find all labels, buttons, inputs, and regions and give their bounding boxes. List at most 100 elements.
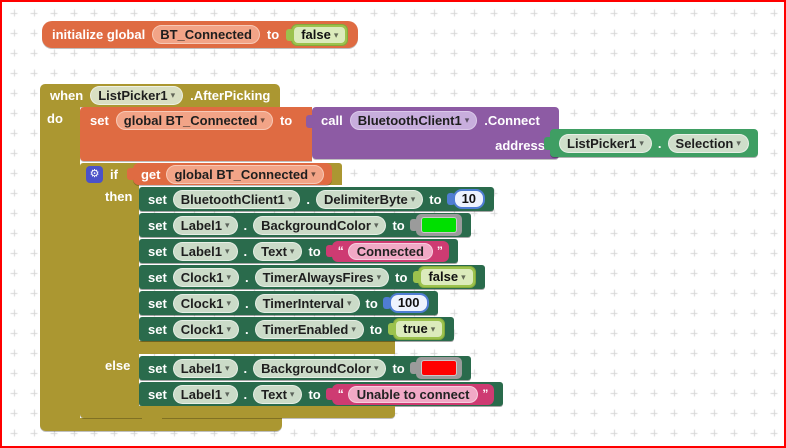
logic-block[interactable]: true▾ (388, 318, 446, 340)
property-dropdown[interactable]: TimerEnabled▾ (254, 319, 364, 339)
get-variable-dropdown[interactable]: global BT_Connected▾ (166, 164, 324, 184)
property-dropdown[interactable]: BackgroundColor▾ (253, 358, 387, 378)
dot-separator: . (243, 386, 248, 402)
set-global-variable-block[interactable]: set global BT_Connected▾ to (80, 107, 312, 161)
if-else-divider (80, 341, 395, 354)
getter-property-dropdown[interactable]: Selection▾ (667, 133, 749, 153)
if-header[interactable]: ⚙ if get global BT_Connected▾ (80, 163, 342, 185)
component-dropdown[interactable]: Label1▾ (172, 358, 238, 378)
component-dropdown[interactable]: Clock1▾ (172, 319, 239, 339)
else-label: else (80, 354, 139, 406)
number-block[interactable]: 10 (446, 189, 486, 209)
color-swatch (420, 217, 457, 233)
to-label: to (429, 191, 442, 207)
call-label: call (321, 112, 343, 128)
logic-value: false▾ (421, 269, 473, 285)
to-label: to (395, 269, 408, 285)
dot-separator: . (657, 135, 662, 151)
get-label: get (140, 166, 161, 182)
set-label: set (148, 360, 167, 376)
set-property-block[interactable]: set Clock1▾. TimerAlwaysFires▾ to false▾ (139, 265, 485, 289)
color-swatch (420, 360, 457, 376)
dropdown-arrow-icon: ▾ (224, 245, 230, 256)
set-label: set (148, 243, 167, 259)
get-variable-block[interactable]: get global BT_Connected▾ (126, 163, 332, 185)
property-dropdown[interactable]: Text▾ (253, 241, 303, 261)
component-dropdown[interactable]: Label1▾ (172, 384, 238, 404)
dropdown-arrow-icon: ▾ (373, 362, 379, 373)
to-label: to (369, 321, 383, 337)
set-global-statement[interactable]: set global BT_Connected▾ to call Bluetoo… (80, 107, 780, 161)
property-dropdown[interactable]: BackgroundColor▾ (253, 215, 387, 235)
variable-name-field[interactable]: BT_Connected (152, 25, 260, 44)
when-event-block-header[interactable]: when ListPicker1▾ .AfterPicking (40, 84, 281, 107)
set-label: set (148, 321, 167, 337)
mutator-gear-icon[interactable]: ⚙ (86, 165, 103, 183)
call-component-dropdown[interactable]: BluetoothClient1▾ (349, 110, 478, 130)
dropdown-arrow-icon: ▾ (347, 297, 352, 308)
dot-separator: . (244, 321, 249, 337)
number-value: 10 (454, 191, 484, 207)
dropdown-arrow-icon: ▾ (311, 168, 316, 179)
dropdown-arrow-icon: ▾ (289, 388, 295, 399)
dropdown-arrow-icon: ▾ (289, 245, 295, 256)
color-block[interactable] (409, 357, 462, 379)
color-block[interactable] (409, 214, 462, 236)
property-dropdown[interactable]: DelimiterByte▾ (315, 189, 424, 209)
set-label: set (148, 386, 167, 402)
component-dropdown-text: Label1 (180, 243, 222, 259)
dropdown-arrow-icon: ▾ (464, 114, 470, 125)
close-quote-icon: ” (482, 387, 489, 401)
component-dropdown[interactable]: BluetoothClient1▾ (172, 189, 301, 209)
set-property-block[interactable]: set Label1▾. Text▾ to“Unable to connect” (139, 382, 504, 406)
dropdown-arrow-icon: ▾ (351, 323, 356, 334)
dot-separator: . (243, 243, 248, 259)
dropdown-arrow-icon: ▾ (736, 137, 741, 148)
property-dropdown[interactable]: TimerAlwaysFires▾ (254, 267, 390, 287)
set-property-block[interactable]: set Clock1▾. TimerEnabled▾ to true▾ (139, 317, 455, 341)
to-label: to (308, 386, 321, 402)
component-dropdown[interactable]: Clock1▾ (172, 293, 239, 313)
property-dropdown[interactable]: TimerInterval▾ (254, 293, 360, 313)
property-dropdown[interactable]: Text▾ (253, 384, 303, 404)
do-section: do (40, 107, 80, 418)
to-label: to (266, 27, 280, 42)
initialize-global-block[interactable]: initialize global BT_Connected to false▾ (42, 21, 359, 48)
dot-separator: . (244, 269, 249, 285)
call-method-block[interactable]: call BluetoothClient1▾ .Connect address (306, 107, 559, 159)
set-label: set (148, 269, 167, 285)
global-variable-dropdown[interactable]: global BT_Connected▾ (115, 111, 273, 130)
dropdown-arrow-icon: ▾ (224, 219, 230, 230)
dot-separator: . (243, 360, 248, 376)
component-getter-block[interactable]: ListPicker1▾ . Selection▾ (544, 129, 758, 157)
number-block[interactable]: 100 (382, 293, 429, 313)
text-string-block[interactable]: “Connected” (325, 240, 449, 262)
getter-component-dropdown[interactable]: ListPicker1▾ (559, 133, 652, 153)
to-label: to (392, 217, 405, 233)
logic-block[interactable]: false▾ (413, 266, 476, 288)
component-dropdown[interactable]: Label1▾ (172, 241, 238, 261)
dropdown-arrow-icon: ▾ (461, 272, 466, 282)
if-block-bottom (80, 406, 395, 422)
text-value: Connected (347, 242, 433, 260)
to-label: to (308, 243, 321, 259)
dropdown-arrow-icon: ▾ (287, 193, 293, 204)
logic-false-block[interactable]: false▾ (286, 23, 349, 46)
dropdown-arrow-icon: ▾ (430, 324, 436, 334)
component-dropdown[interactable]: Clock1▾ (172, 267, 239, 287)
component-dropdown-text: Clock1 (180, 295, 224, 311)
component-dropdown[interactable]: Label1▾ (172, 215, 238, 235)
then-statements: set BluetoothClient1▾. DelimiterByte▾ to 10 s… (139, 185, 495, 341)
event-component-dropdown[interactable]: ListPicker1▾ (90, 86, 184, 105)
when-label: when (50, 88, 84, 103)
text-string-block[interactable]: “Unable to connect” (325, 383, 495, 405)
dot-separator: . (243, 217, 248, 233)
